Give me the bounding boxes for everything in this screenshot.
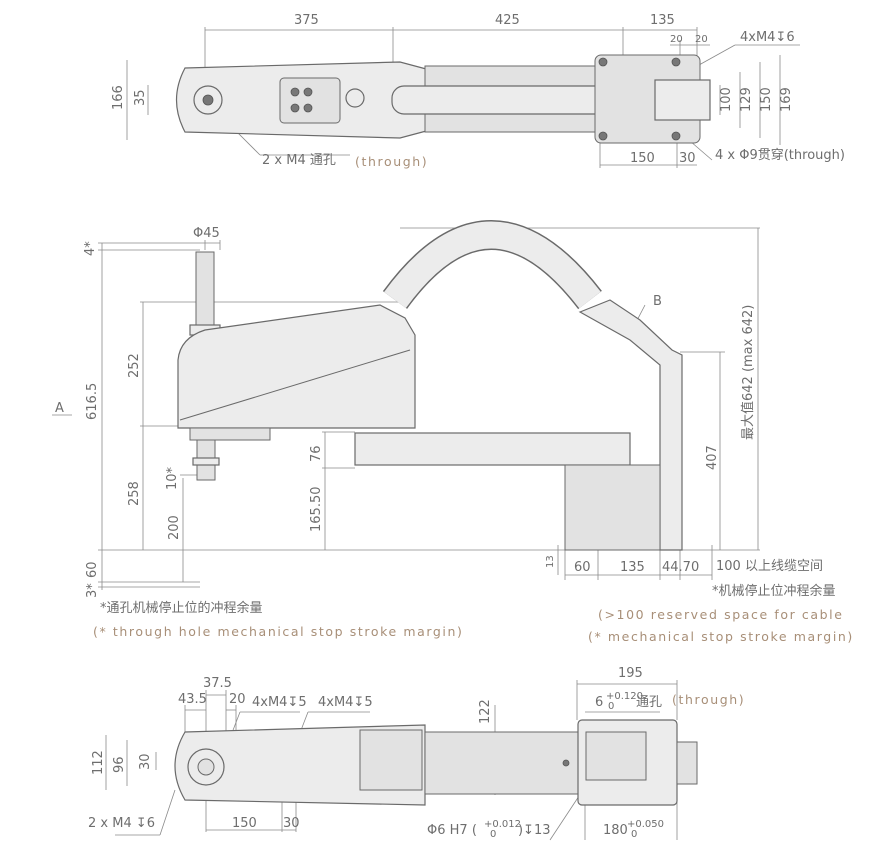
cable-space-label: 100 以上线缆空间 [716, 558, 823, 574]
connector-icon [290, 87, 300, 97]
dim-20: 20 [229, 692, 246, 707]
dim-76: 76 [309, 445, 324, 462]
bottom-end-inner [585, 731, 647, 781]
dim-616-5: 616.5 [85, 383, 100, 420]
label-a: A [55, 401, 64, 416]
bottom-joint-inner [197, 758, 215, 776]
note-left-en: (* through hole mechanical stop stroke m… [93, 624, 464, 639]
bolt-hole [598, 131, 608, 141]
top-view: 375 425 135 20 20 4xM4↧6 166 35 100 129 … [111, 13, 845, 169]
dim-37-5: 37.5 [203, 676, 232, 691]
dim-252: 252 [127, 353, 142, 378]
dim-375: 375 [294, 13, 319, 28]
bolt-hole [598, 57, 608, 67]
bottom-view: 195 6 +0.120 0 通孔 (through) 37.5 43.5 20… [88, 666, 745, 841]
column [578, 299, 683, 551]
dim-13: 13 [545, 555, 556, 568]
note-right-en1: (>100 reserved space for cable [598, 607, 844, 622]
dim-44-70: 44.70 [662, 560, 699, 575]
top-joint-center [202, 94, 214, 106]
dim-20b: 20 [695, 34, 708, 45]
dim-165-50: 165.50 [309, 487, 324, 533]
dim-407: 407 [705, 445, 720, 470]
dim-150: 150 [232, 816, 257, 831]
dim-35: 35 [133, 89, 148, 106]
bottom-mount-plate [359, 729, 423, 791]
dim-30: 30 [138, 753, 153, 770]
w180-tol-lo: 0 [631, 829, 637, 840]
callout-m4b: 4xM4↧5 [318, 695, 373, 710]
dim-96: 96 [112, 756, 127, 773]
dim-180: 180 [603, 823, 628, 838]
dim-3star: 3* [85, 583, 100, 598]
joint-housing [189, 427, 271, 441]
dim-195: 195 [618, 666, 643, 681]
arm1-body [177, 304, 416, 429]
top-button [345, 88, 365, 108]
dim-150h: 150 [630, 151, 655, 166]
callout-m4a: 4xM4↧5 [252, 695, 307, 710]
label-b: B [653, 294, 662, 309]
note-left-cn: *通孔机械停止位的冲程余量 [100, 600, 263, 616]
slot-tol-lo: 0 [608, 701, 614, 712]
top-dim-lines [126, 27, 800, 168]
bottom-arm2 [424, 731, 581, 795]
ball-screw-upper [195, 251, 215, 328]
callout-through-en: (through) [355, 154, 428, 169]
dim-60: 60 [85, 561, 100, 578]
arm2-body [354, 432, 631, 466]
note-right-cn: *机械停止位冲程余量 [712, 583, 836, 599]
slot-tol-up: +0.120 [606, 691, 643, 702]
dim-150v: 150 [759, 87, 774, 112]
dim-112: 112 [91, 750, 106, 775]
top-cable-tube [391, 85, 618, 115]
connector-icon [290, 103, 300, 113]
slot-through-en: (through) [672, 692, 745, 707]
bolt-hole [671, 57, 681, 67]
pin-hole [562, 759, 570, 767]
shaft-collar [192, 457, 220, 466]
side-view: Φ45 4* 616.5 252 A 258 10* 200 76 165.50… [52, 220, 854, 644]
dim-258: 258 [127, 481, 142, 506]
dim-169: 169 [779, 87, 794, 112]
dim-10star: 10* [165, 466, 180, 490]
dim-122: 122 [478, 699, 493, 724]
dim-43-5: 43.5 [178, 692, 207, 707]
arm1-line [179, 349, 411, 421]
dim-30b: 30 [283, 816, 300, 831]
bolt-hole [671, 131, 681, 141]
dim-425: 425 [495, 13, 520, 28]
dim-100: 100 [719, 87, 734, 112]
bottom-flange [676, 741, 698, 785]
callout-m4-6: 2 x M4 ↧6 [88, 816, 155, 831]
dim-4star: 4* [83, 241, 98, 256]
w180-tol-up: +0.050 [627, 819, 664, 830]
pin-tol-up: +0.012 [484, 819, 521, 830]
connector-icon [303, 87, 313, 97]
dim-166: 166 [111, 85, 126, 110]
callout-m4-through: 2 x M4 通孔 [262, 153, 336, 168]
top-connector-panel [279, 77, 341, 124]
dim-max-642: 最大值642 (max 642) [740, 305, 756, 440]
dim-135b: 135 [620, 560, 645, 575]
top-end-flange [654, 79, 711, 121]
slot-through-cn: 通孔 [636, 695, 662, 710]
callout-pin-tail: )↧13 [518, 823, 551, 838]
connector-icon [303, 103, 313, 113]
dim-200: 200 [167, 515, 182, 540]
dim-phi45: Φ45 [193, 226, 220, 241]
callout-slot: 6 [595, 695, 603, 710]
note-right-en2: (* mechanical stop stroke margin) [588, 629, 854, 644]
dim-60b: 60 [574, 560, 591, 575]
dim-129: 129 [739, 87, 754, 112]
dim-20a: 20 [670, 34, 683, 45]
base-block [564, 464, 661, 551]
callout-m4-thread: 4xM4↧6 [740, 30, 795, 45]
callout-pin: Φ6 H7 ( [427, 823, 477, 838]
cable-duct [384, 221, 601, 309]
dim-30: 30 [679, 151, 696, 166]
callout-phi9: 4 x Φ9贯穿(through) [715, 147, 845, 163]
pin-tol-lo: 0 [490, 829, 496, 840]
dim-135: 135 [650, 13, 675, 28]
